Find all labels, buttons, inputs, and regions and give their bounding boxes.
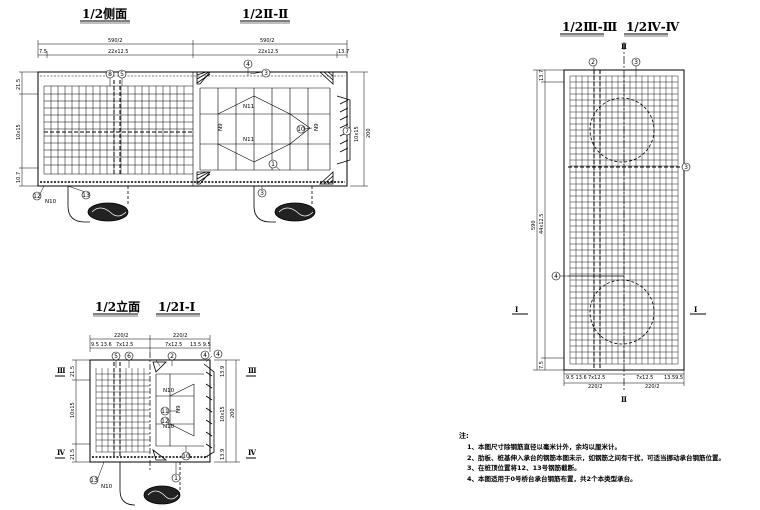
view2-sections-3-4: 590 44x12.5 13.7 7.5 9.5 13.6 7x12.5 7x1… <box>512 42 706 404</box>
svg-text:3: 3 <box>684 164 688 171</box>
svg-text:7x12.5: 7x12.5 <box>588 375 605 381</box>
svg-text:3: 3 <box>634 59 638 66</box>
svg-text:N10: N10 <box>163 388 175 394</box>
view1-side-and-section2: 590/2 590/2 22x12.5 22x12.5 7.5 13.7 21.… <box>16 38 372 223</box>
v1-left-grid <box>43 85 193 175</box>
v3-grid <box>95 368 150 453</box>
svg-text:10x15: 10x15 <box>70 402 76 418</box>
v1-n11b: N11 <box>243 137 254 143</box>
svg-text:N10: N10 <box>163 424 175 430</box>
v2-callouts: 2 3 3 4 <box>551 57 691 281</box>
v2-dim-top: 13.7 <box>539 70 545 81</box>
notes-title: 注: <box>459 432 469 440</box>
svg-text:10: 10 <box>297 126 305 133</box>
svg-text:5: 5 <box>120 71 124 78</box>
v2-dim-total: 590 <box>531 220 537 230</box>
v2-roman-left: Ⅰ <box>515 305 518 314</box>
svg-text:7: 7 <box>345 128 349 135</box>
svg-text:21.5: 21.5 <box>70 366 76 377</box>
v1-dim-right-total: 590/2 <box>260 38 274 44</box>
svg-text:4: 4 <box>554 273 558 280</box>
title-section-2: 1/2Ⅱ-Ⅱ <box>242 7 288 21</box>
svg-text:13: 13 <box>82 192 90 199</box>
title-section-4: 1/2Ⅳ-Ⅳ <box>626 20 680 34</box>
svg-text:N9: N9 <box>176 405 182 413</box>
svg-text:1: 1 <box>271 161 275 168</box>
svg-text:200: 200 <box>230 408 236 418</box>
v1-n9a: N9 <box>218 123 224 131</box>
v2-dim-bot: 7.5 <box>539 361 545 369</box>
v2-roman-bot: Ⅱ <box>621 395 627 404</box>
v1-n10: N10 <box>45 199 57 205</box>
svg-text:7x12.5: 7x12.5 <box>636 375 653 381</box>
svg-text:Ⅳ: Ⅳ <box>57 448 66 457</box>
v1-v-mid: 10x15 <box>16 124 22 140</box>
svg-text:10x15: 10x15 <box>220 406 226 422</box>
svg-text:13.9: 13.9 <box>220 366 226 377</box>
note-item: 4、本图适用于0号桥台承台钢筋布置，共2个本类型承台。 <box>467 474 637 483</box>
svg-text:13.59.5: 13.59.5 <box>664 375 683 381</box>
v1-v-bot: 10.7 <box>16 172 22 183</box>
svg-text:9.5 13.6: 9.5 13.6 <box>566 375 587 381</box>
title-section-3: 1/2Ⅲ-Ⅲ <box>562 20 618 34</box>
svg-text:220/2: 220/2 <box>173 333 187 339</box>
svg-text:13: 13 <box>90 477 98 484</box>
note-item: 1、本图尺寸除钢筋直径以毫米计外，余均以厘米计。 <box>467 443 622 451</box>
v2-roman-right: Ⅰ <box>694 305 697 314</box>
svg-text:4: 4 <box>216 351 220 358</box>
svg-text:220/2: 220/2 <box>645 384 659 390</box>
svg-text:10x15: 10x15 <box>354 126 360 142</box>
svg-text:Ⅲ: Ⅲ <box>57 366 66 375</box>
svg-text:3: 3 <box>260 190 264 197</box>
svg-text:220/2: 220/2 <box>114 333 128 339</box>
view-titles: 1/2侧面 1/2Ⅱ-Ⅱ 1/2Ⅲ-Ⅲ 1/2Ⅳ-Ⅳ 1/2立面 1/2Ⅰ-Ⅰ <box>80 6 680 317</box>
v2-dim-inner: 44x12.5 <box>539 214 545 234</box>
view3-elevation-section1: 220/2 220/2 9.5 13.6 7x12.5 7x12.5 13.5 … <box>55 333 257 506</box>
v1-dim-right-sub: 22x12.5 <box>258 49 278 55</box>
svg-text:4: 4 <box>203 352 207 359</box>
svg-text:12: 12 <box>33 193 41 200</box>
svg-text:Ⅳ: Ⅳ <box>248 448 257 457</box>
v1-dim-edge-right: 13.7 <box>338 49 349 55</box>
svg-text:13.9: 13.9 <box>220 449 226 460</box>
svg-text:10: 10 <box>182 453 190 460</box>
title-elev-half: 1/2立面 <box>95 299 140 314</box>
v1-v-right: 200 <box>366 128 372 138</box>
svg-text:6: 6 <box>127 353 131 360</box>
svg-text:4: 4 <box>246 61 250 68</box>
v1-dim-left-total: 590/2 <box>108 38 122 44</box>
title-side-half: 1/2侧面 <box>82 6 127 21</box>
v3-callouts: 5 6 2 4 4 11 12 10 1 13 <box>89 349 223 485</box>
svg-text:7x12.5: 7x12.5 <box>165 342 182 348</box>
v1-callouts: 8 5 4 3 1 3 10 7 12 13 <box>32 59 352 201</box>
v2-roman-top: Ⅱ <box>621 42 627 51</box>
v1-piles <box>67 186 316 223</box>
v1-n11a: N11 <box>243 104 254 110</box>
svg-text:21.5: 21.5 <box>70 449 76 460</box>
svg-text:2: 2 <box>591 59 595 66</box>
svg-text:11: 11 <box>161 408 169 415</box>
svg-text:2: 2 <box>170 353 174 360</box>
svg-text:8: 8 <box>108 71 112 78</box>
note-item: 3、在桩顶位置将12、13号钢筋截断。 <box>467 464 581 473</box>
v1-v-top: 21.5 <box>16 79 22 90</box>
svg-text:5: 5 <box>114 353 118 360</box>
svg-text:12: 12 <box>161 418 169 425</box>
note-item: 2、肋板、桩基伸入承台的钢筋本图未示，如钢筋之间有干扰，可适当挪动承台钢筋位置。 <box>467 453 726 462</box>
v1-dim-left-sub: 22x12.5 <box>108 49 128 55</box>
v1-dim-edge-left: 7.5 <box>39 49 47 55</box>
v1-n9b: N9 <box>314 123 320 131</box>
svg-text:13.5 9.5: 13.5 9.5 <box>190 342 211 348</box>
svg-text:Ⅲ: Ⅲ <box>248 366 257 375</box>
svg-text:7x12.5: 7x12.5 <box>116 342 133 348</box>
svg-text:3: 3 <box>264 70 268 77</box>
svg-text:1: 1 <box>174 475 178 482</box>
svg-text:N10: N10 <box>101 484 113 490</box>
notes-list: 1、本图尺寸除钢筋直径以毫米计外，余均以厘米计。 2、肋板、桩基伸入承台的钢筋本… <box>467 442 725 484</box>
v1-right-section <box>192 72 331 186</box>
title-section-1: 1/2Ⅰ-Ⅰ <box>158 300 196 314</box>
svg-text:220/2: 220/2 <box>588 384 602 390</box>
svg-text:9.5 13.6: 9.5 13.6 <box>91 342 112 348</box>
